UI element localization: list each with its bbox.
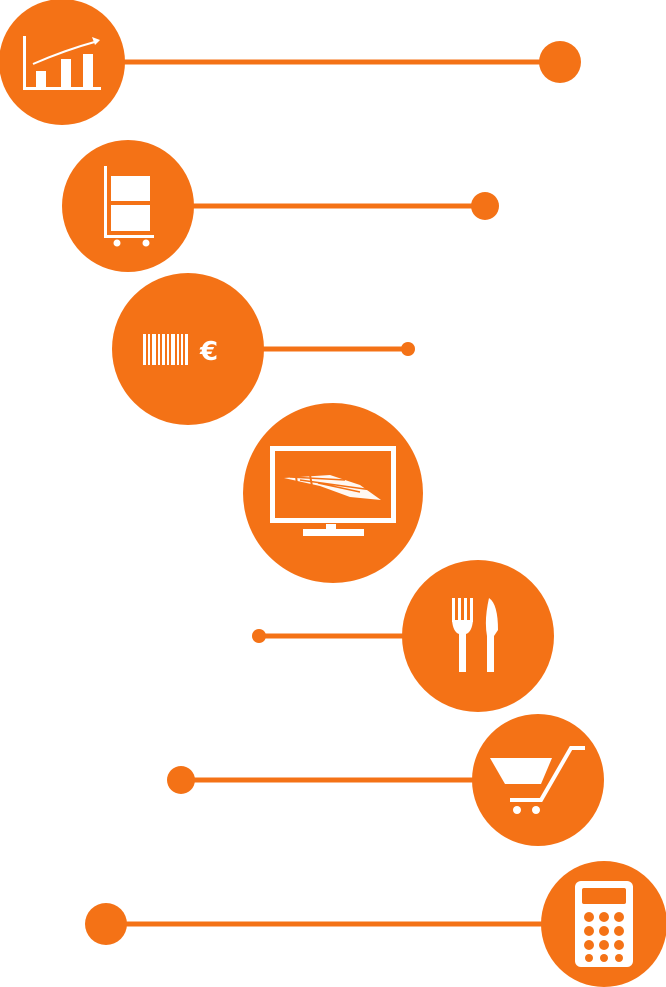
bar-chart-growth-icon (23, 36, 101, 90)
euro-symbol: € (199, 337, 218, 367)
connector-end-dot (471, 192, 499, 220)
connector-end-dot (85, 903, 127, 945)
monitor-display-icon (270, 446, 396, 536)
shopping-cart-icon (490, 746, 585, 814)
fork-knife-icon (452, 598, 498, 672)
shelf-trolley-icon (104, 166, 154, 247)
barcode-price-icon: € (143, 334, 218, 367)
node-monitor (243, 403, 423, 583)
connector-end-dot (167, 766, 195, 794)
node-growth-chart (0, 0, 581, 125)
node-barcode-price: € (112, 273, 415, 425)
connector-end-dot (539, 41, 581, 83)
connector-end-dot (252, 629, 266, 643)
node-circle (402, 560, 554, 712)
node-restaurant (252, 560, 554, 712)
calculator-icon (575, 881, 633, 967)
connector-end-dot (401, 342, 415, 356)
node-shopping (167, 714, 604, 846)
node-trolley (62, 140, 499, 272)
node-calculator (85, 861, 666, 987)
